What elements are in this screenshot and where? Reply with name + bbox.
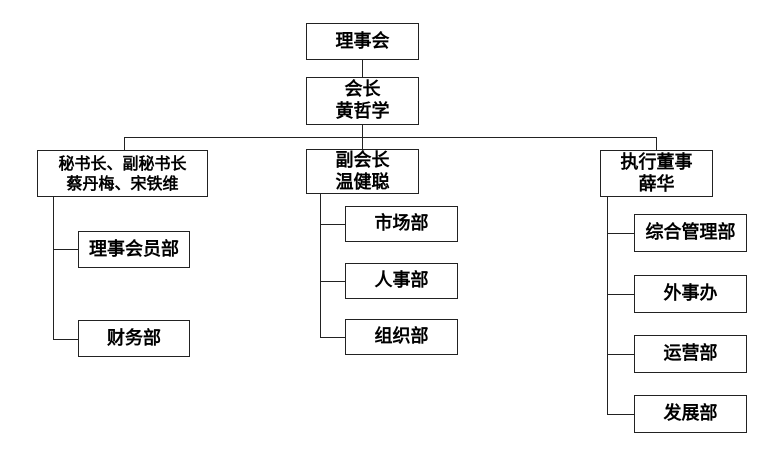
president-node: 会长 黄哲学: [306, 77, 419, 125]
connector-top-bus: [124, 137, 656, 138]
executive-director-node: 执行董事 薛华: [600, 150, 713, 197]
connector-vice-president-dept-2: [320, 281, 345, 282]
executive-director-title: 执行董事: [620, 151, 693, 173]
secretary-general-node: 秘书长、副秘书长 蔡丹梅、宋铁维: [37, 150, 208, 197]
department-label: 组织部: [374, 326, 429, 348]
department-node-finance: 财务部: [78, 320, 190, 357]
president-name: 黄哲学: [335, 101, 390, 122]
connector-bus-secretary: [124, 137, 125, 150]
board-node: 理事会: [306, 23, 419, 60]
connector-executive-dept-2: [607, 294, 634, 295]
department-node-market: 市场部: [345, 206, 458, 242]
connector-executive-dept-4: [607, 414, 634, 415]
secretary-general-names: 蔡丹梅、宋铁维: [66, 173, 179, 193]
department-node-organization: 组织部: [345, 319, 458, 355]
department-node-member: 理事会员部: [78, 231, 190, 268]
connector-vice-president-spine: [320, 194, 321, 337]
department-label: 发展部: [663, 403, 718, 425]
connector-secretary-dept-1: [53, 249, 78, 250]
vice-president-name: 温健聪: [335, 171, 390, 193]
connector-bus-executive: [656, 137, 657, 150]
department-node-development: 发展部: [634, 395, 747, 433]
connector-board-president: [362, 60, 363, 77]
department-node-foreign-affairs: 外事办: [634, 275, 747, 313]
department-label: 人事部: [374, 270, 429, 292]
connector-secretary-dept-2: [53, 339, 78, 340]
president-title: 会长: [344, 79, 381, 101]
department-node-hr: 人事部: [345, 263, 458, 299]
department-node-operations: 运营部: [634, 335, 747, 373]
connector-executive-spine: [607, 197, 608, 414]
department-label: 运营部: [663, 343, 718, 365]
connector-vice-president-dept-1: [320, 224, 345, 225]
secretary-general-title: 秘书长、副秘书长: [58, 154, 187, 174]
connector-executive-dept-3: [607, 354, 634, 355]
vice-president-node: 副会长 温健聪: [306, 149, 419, 194]
board-label: 理事会: [335, 30, 390, 52]
executive-director-name: 薛华: [638, 173, 675, 195]
connector-president-bus: [362, 125, 363, 137]
department-label: 市场部: [374, 213, 429, 235]
vice-president-title: 副会长: [335, 149, 390, 171]
department-node-general-management: 综合管理部: [634, 214, 747, 252]
department-label: 财务部: [107, 327, 161, 349]
department-label: 理事会员部: [89, 238, 179, 260]
connector-bus-vice-president: [362, 137, 363, 149]
connector-executive-dept-1: [607, 233, 634, 234]
connector-vice-president-dept-3: [320, 337, 345, 338]
connector-secretary-spine: [53, 197, 54, 340]
department-label: 外事办: [663, 283, 718, 305]
department-label: 综合管理部: [645, 222, 736, 244]
